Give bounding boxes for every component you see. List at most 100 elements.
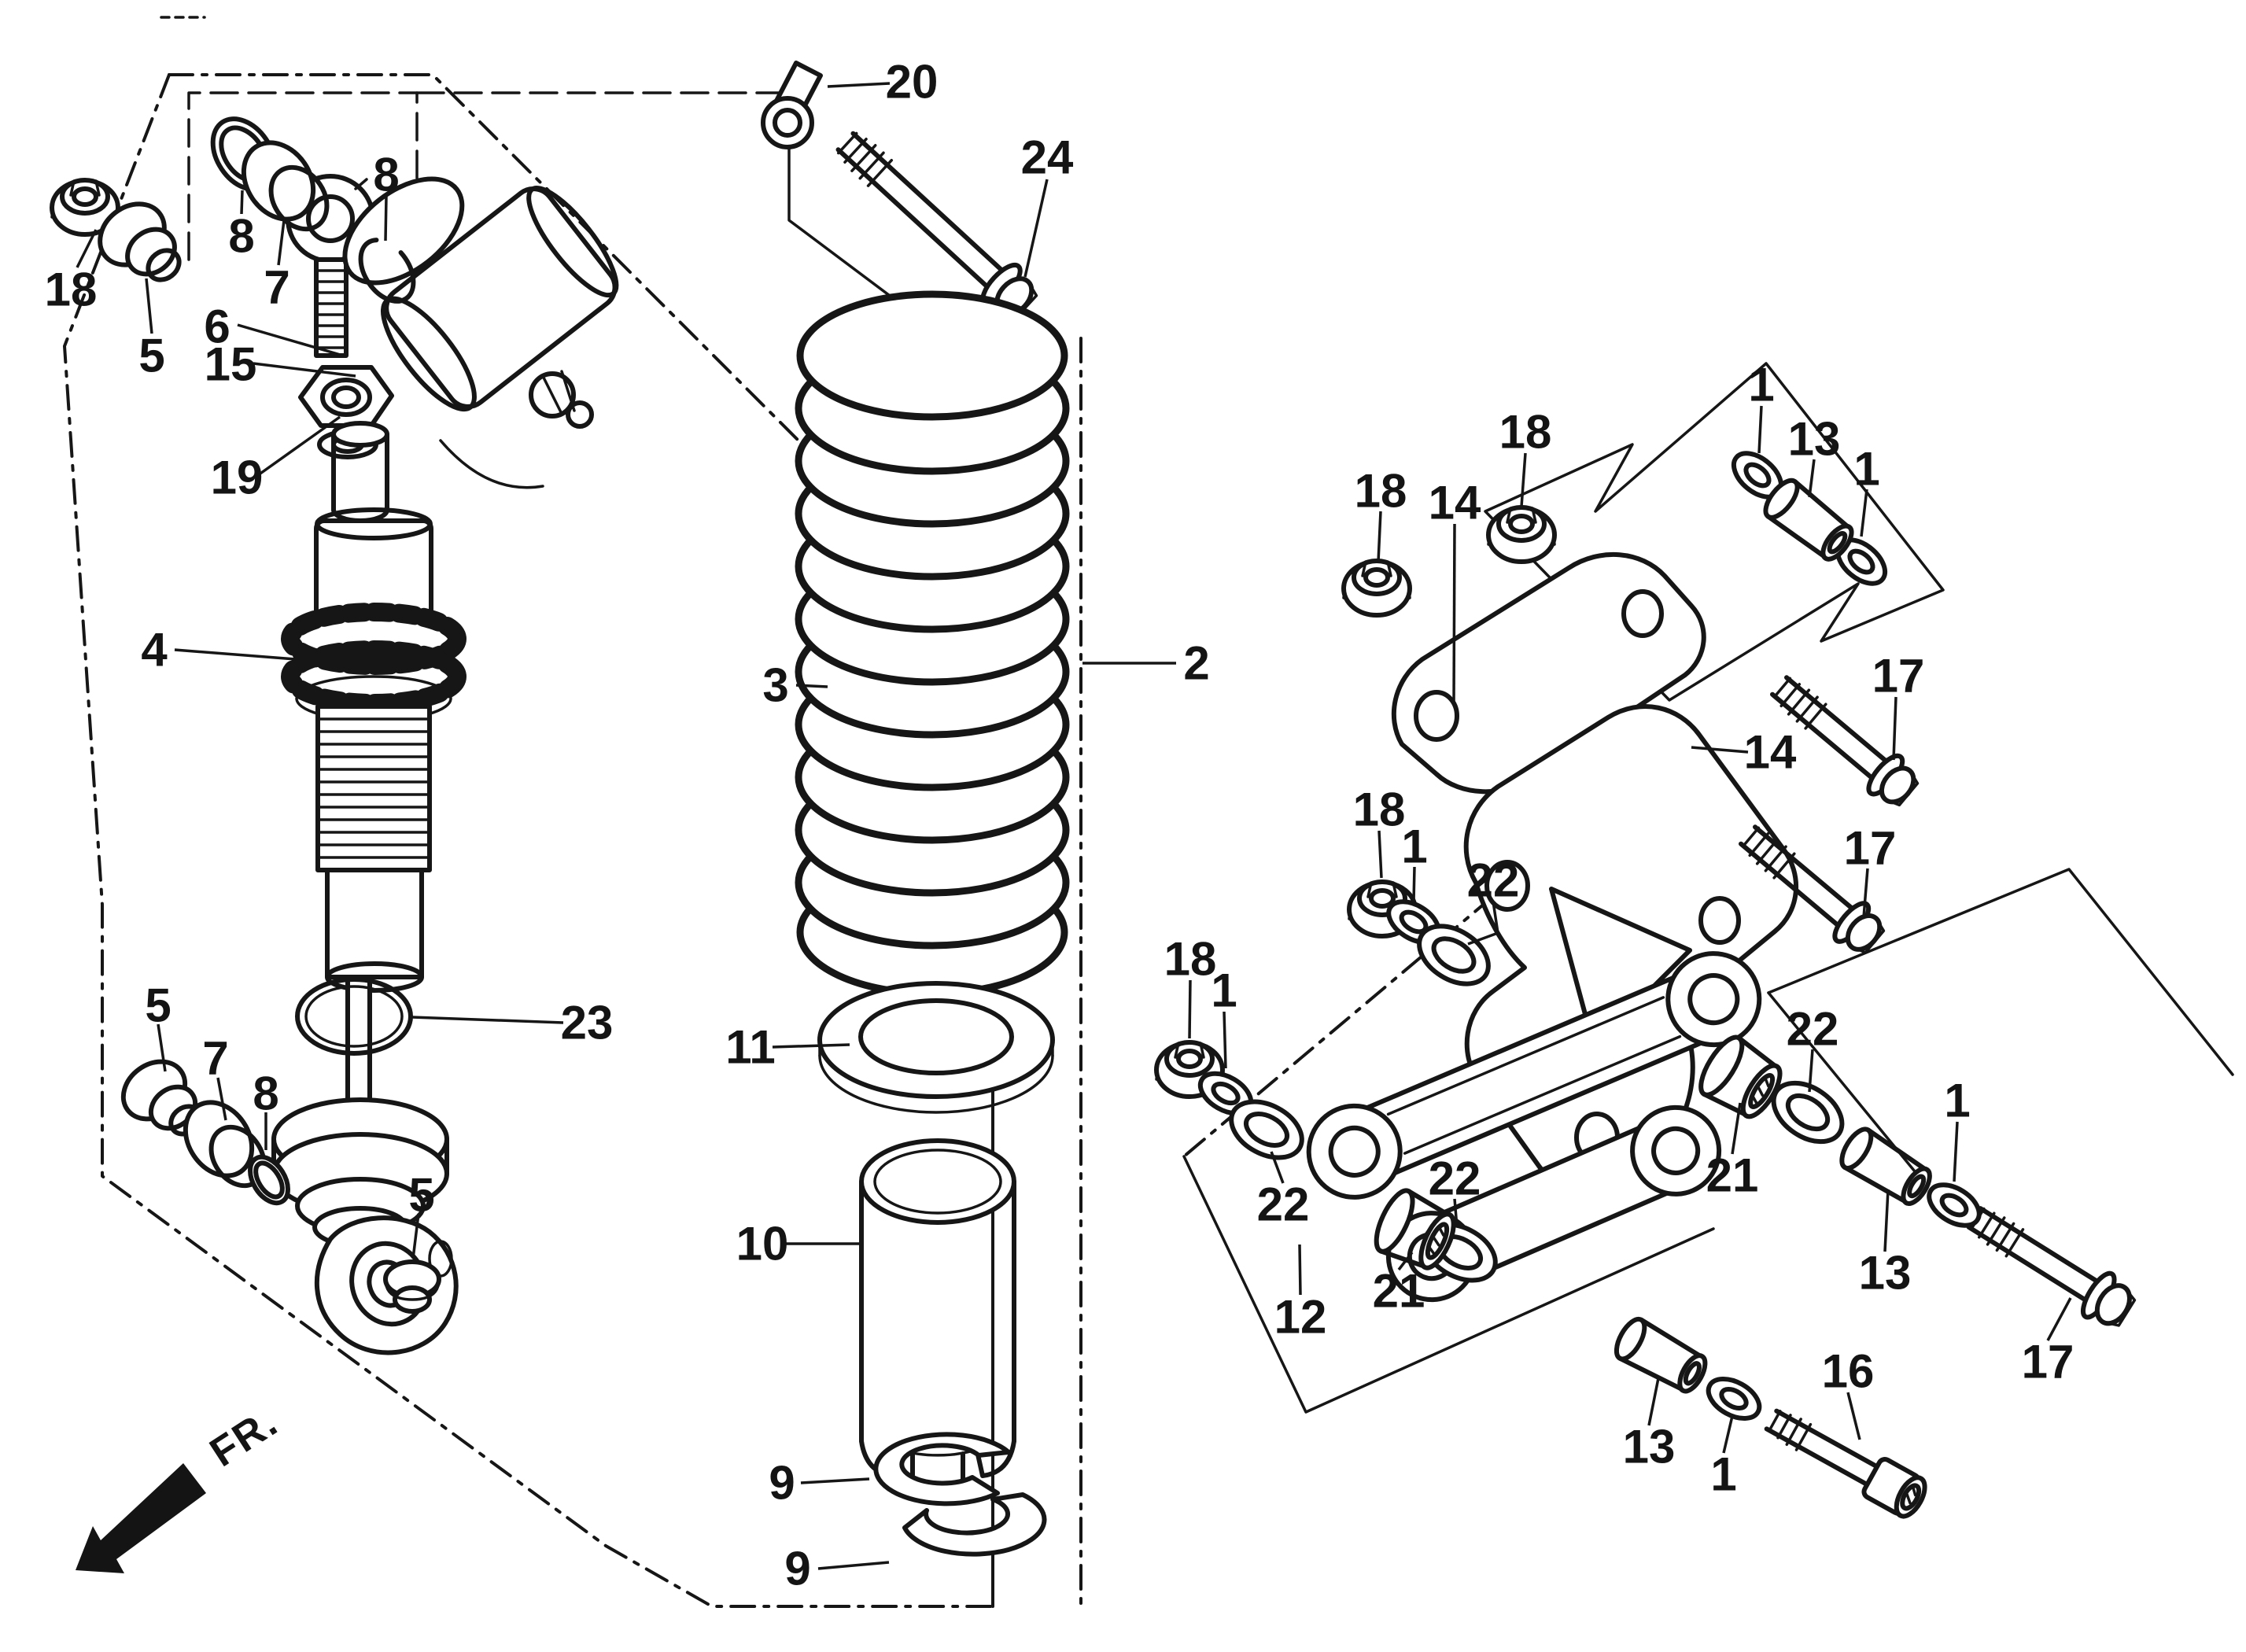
flange-nut-18c [1488,507,1554,562]
callout-leader-line [216,1077,227,1121]
lower-mount-hardware [120,1059,441,1314]
callout-leader-line [1883,1189,1890,1252]
flange-nut-18a [50,178,120,237]
part-callout-22: 22 [1787,1003,1839,1056]
flange-bolt-17a [1770,675,1920,807]
tab-washer-20 [761,61,823,149]
spring-assembly [761,61,1070,1557]
callout-leader-line [1731,1102,1742,1155]
spring-guard-collar-10 [859,1138,1016,1497]
spring-seat-11 [817,981,1055,1114]
bushing-7a [241,140,330,232]
o-ring-23 [295,977,413,1056]
part-callout-14: 14 [1429,477,1481,529]
flange-bolt-5d [383,1259,441,1314]
o-ring-8c [248,1154,290,1206]
callout-leader-line [827,82,891,88]
part-callout-21: 21 [1706,1149,1759,1202]
callout-leader-line [1188,979,1192,1039]
callout-leader-line [256,415,341,477]
callout-leader-line [1520,452,1527,507]
callout-leader-line [1808,459,1816,498]
callout-leader-line [76,229,98,268]
callout-leader-line [817,1561,890,1570]
reservoir-tank [342,176,619,489]
part-callout-8: 8 [228,210,254,263]
fr-label: FR. [202,1399,286,1477]
part-callout-18: 18 [45,264,98,316]
coil-spring [795,290,1070,997]
part-callout-14: 14 [1744,726,1797,779]
reservoir-valve [529,371,576,419]
callout-leader-line [1453,1198,1459,1228]
part-callout-13: 13 [1859,1247,1912,1300]
part-callout-1: 1 [1748,359,1774,411]
callout-leader-line [772,1043,850,1049]
piston-rod-and-clevis [271,975,459,1355]
part-callout-5: 5 [138,330,164,382]
callout-leader-line [384,196,388,242]
spring-adjuster-rings [281,603,467,722]
part-callout-8: 8 [373,149,399,201]
linkage-assembly [1156,444,2137,1519]
part-callout-9: 9 [784,1543,810,1595]
callout-leader-line [1722,1415,1734,1454]
part-callout-2: 2 [1183,637,1209,690]
callout-leader-line [1377,830,1383,879]
part-callout-24: 24 [1021,131,1074,184]
part-callout-18: 18 [1355,465,1407,518]
callout-leader-line [1860,489,1868,537]
part-callout-9: 9 [769,1457,795,1510]
fr-direction-arrow: FR. [76,1399,286,1573]
grommet-5a [98,201,182,282]
callout-leader-line [174,648,297,661]
callout-leader-line [277,219,286,266]
part-callout-17: 17 [1872,650,1925,702]
callout-leader-line [1808,1049,1814,1093]
callout-leader-line [1892,696,1897,761]
stopper-halves-9 [873,1432,1047,1557]
callout-leader-line [1647,1377,1660,1426]
part-callout-16: 16 [1822,1345,1875,1398]
flange-nut-18b [1344,561,1410,615]
washer-1e [1922,1177,1986,1234]
part-callout-6: 6 [204,301,230,353]
callout-leader-line [1862,868,1869,918]
part-callout-1: 1 [1710,1448,1736,1501]
socket-bolt-16 [1764,1408,1927,1519]
part-callout-18: 18 [1353,784,1406,836]
callout-leader-line [1452,523,1456,706]
part-callout-23: 23 [561,997,614,1049]
flange-bolt-17c [1966,1206,2137,1327]
part-callout-13: 13 [1788,413,1841,466]
part-callout-13: 13 [1623,1421,1676,1473]
snap-ring-8b [358,238,416,304]
callout-leader-line [800,1477,870,1484]
part-callout-10: 10 [736,1218,789,1270]
damper-body [281,421,467,993]
callout-leader-line [1953,1121,1959,1182]
part-callout-12: 12 [1274,1291,1327,1344]
callout-leader-line [1023,179,1049,278]
part-callout-11: 11 [725,1021,775,1074]
part-callout-1: 1 [1944,1075,1970,1127]
callout-leader-line [411,1213,420,1259]
callout-leader-line [411,1016,564,1024]
part-callout-22: 22 [1429,1152,1481,1205]
part-callout-3: 3 [762,659,788,712]
callout-leader-line [157,1023,167,1072]
upper-mount-hardware [50,116,416,304]
part-callout-17: 17 [1844,822,1897,875]
shock-absorber-assembly [50,116,619,1355]
part-callout-20: 20 [886,56,939,109]
part-callout-1: 1 [1401,820,1427,873]
callout-leader-line [795,684,828,688]
part-callout-1: 1 [1211,964,1237,1017]
part-callout-18: 18 [1499,406,1552,459]
callout-leader-line [1223,1011,1227,1069]
part-callout-19: 19 [211,452,264,504]
part-callout-15: 15 [205,338,257,391]
